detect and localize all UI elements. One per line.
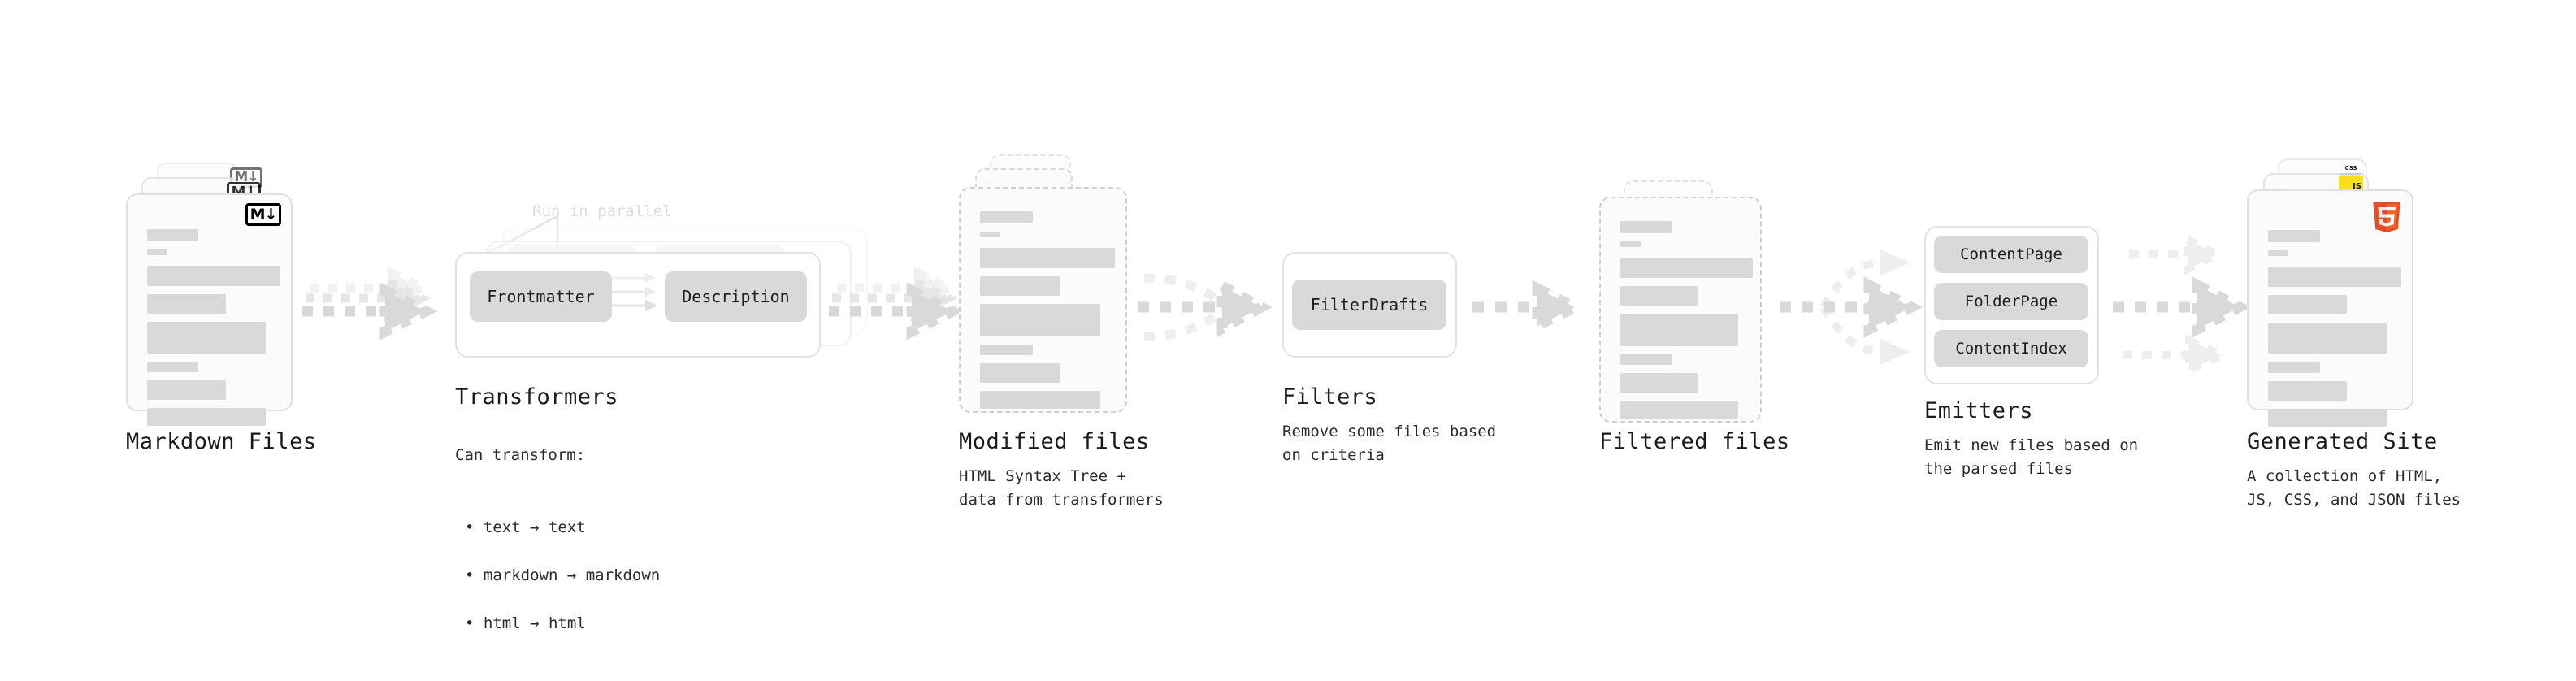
content-bar: [2268, 362, 2320, 373]
content-bar: [980, 211, 1033, 223]
transformers-bullet: • text → text: [465, 518, 586, 536]
stage-title-emitters: Emitters: [1924, 398, 2034, 423]
html5-icon: [2373, 202, 2400, 232]
filtered-file-front: [1599, 197, 1762, 423]
content-bar: [980, 391, 1100, 409]
stage-title-filters: Filters: [1282, 384, 1378, 410]
connector-filters-to-filtered-files: [1472, 280, 1587, 335]
content-bar: [147, 229, 198, 241]
document-content: [147, 229, 280, 434]
stage-desc-emitters: Emit new files based on the parsed files: [1924, 436, 2139, 479]
stage-title-transformers: Transformers: [455, 384, 619, 410]
transformer-chip-description[interactable]: Description: [665, 271, 807, 322]
stage-desc-generated-site: A collection of HTML, JS, CSS, and JSON …: [2247, 467, 2461, 510]
content-bar: [980, 248, 1115, 268]
content-bar: [1620, 221, 1672, 233]
content-bar: [980, 276, 1060, 296]
run-in-parallel-label: Run in parallel: [532, 202, 672, 220]
content-bar: [147, 266, 280, 286]
content-bar: [1620, 354, 1672, 365]
content-bar: [1620, 373, 1698, 393]
content-bar: [2268, 295, 2347, 314]
content-bar: [2268, 323, 2387, 354]
stage-desc-modified-files: HTML Syntax Tree + data from transformer…: [959, 467, 1164, 510]
content-bar: [1620, 314, 1738, 346]
document-content: [980, 211, 1115, 417]
emitter-chip-contentindex[interactable]: ContentIndex: [1934, 330, 2088, 367]
stage-desc-filters: Remove some files based on criteria: [1282, 423, 1497, 465]
markdown-file-front: M↓: [126, 193, 293, 426]
transformer-chip-frontmatter[interactable]: Frontmatter: [470, 271, 612, 322]
connector-markdown-to-transformers: [302, 266, 438, 340]
emitter-chip-folderpage[interactable]: FolderPage: [1934, 283, 2088, 320]
content-bar: [2268, 230, 2320, 242]
content-bar: [980, 304, 1100, 336]
content-bar: [980, 363, 1060, 383]
transformers-bullet: • html → html: [465, 614, 586, 632]
stage-desc-transformers: Can transform: • text → text • markdown …: [455, 420, 660, 681]
content-bar: [980, 232, 1000, 237]
content-bar: [2268, 409, 2387, 427]
generated-file-html: [2247, 189, 2413, 427]
content-bar: [1620, 258, 1753, 278]
stage-title-filtered-files: Filtered files: [1599, 429, 1790, 454]
content-bar: [147, 408, 266, 426]
emitter-chip-contentpage[interactable]: ContentPage: [1934, 236, 2088, 273]
content-bar: [2268, 250, 2288, 256]
content-bar: [1620, 241, 1641, 247]
content-bar: [2268, 381, 2347, 401]
markdown-badge-back-2: M↓: [230, 167, 262, 188]
stage-title-markdown-files: Markdown Files: [126, 429, 317, 454]
connector-filtered-files-to-emitters: [1780, 249, 1923, 365]
content-bar: [147, 362, 198, 372]
content-bar: [147, 294, 226, 314]
content-bar: [1620, 401, 1738, 419]
content-bar: [147, 380, 226, 400]
document-content: [2268, 230, 2401, 435]
connector-transformers-to-modified-files: [829, 266, 965, 340]
content-bar: [147, 322, 266, 354]
connector-modified-files-to-filters: [1138, 273, 1273, 341]
document-content: [1620, 221, 1753, 427]
modified-file-front: [959, 187, 1127, 413]
content-bar: [1620, 286, 1698, 306]
content-bar: [980, 345, 1033, 355]
transformers-inner-arrows: [610, 273, 657, 311]
transformers-desc-lead: Can transform:: [455, 446, 586, 465]
stage-title-generated-site: Generated Site: [2247, 429, 2438, 454]
stage-title-modified-files: Modified files: [959, 429, 1150, 454]
content-bar: [2268, 267, 2401, 287]
filter-chip-filterdrafts[interactable]: FilterDrafts: [1292, 280, 1446, 330]
content-bar: [147, 249, 167, 255]
connector-emitters-to-generated-site: [2113, 232, 2252, 376]
transformers-bullet: • markdown → markdown: [465, 566, 661, 584]
markdown-badge-front: M↓: [245, 203, 281, 226]
